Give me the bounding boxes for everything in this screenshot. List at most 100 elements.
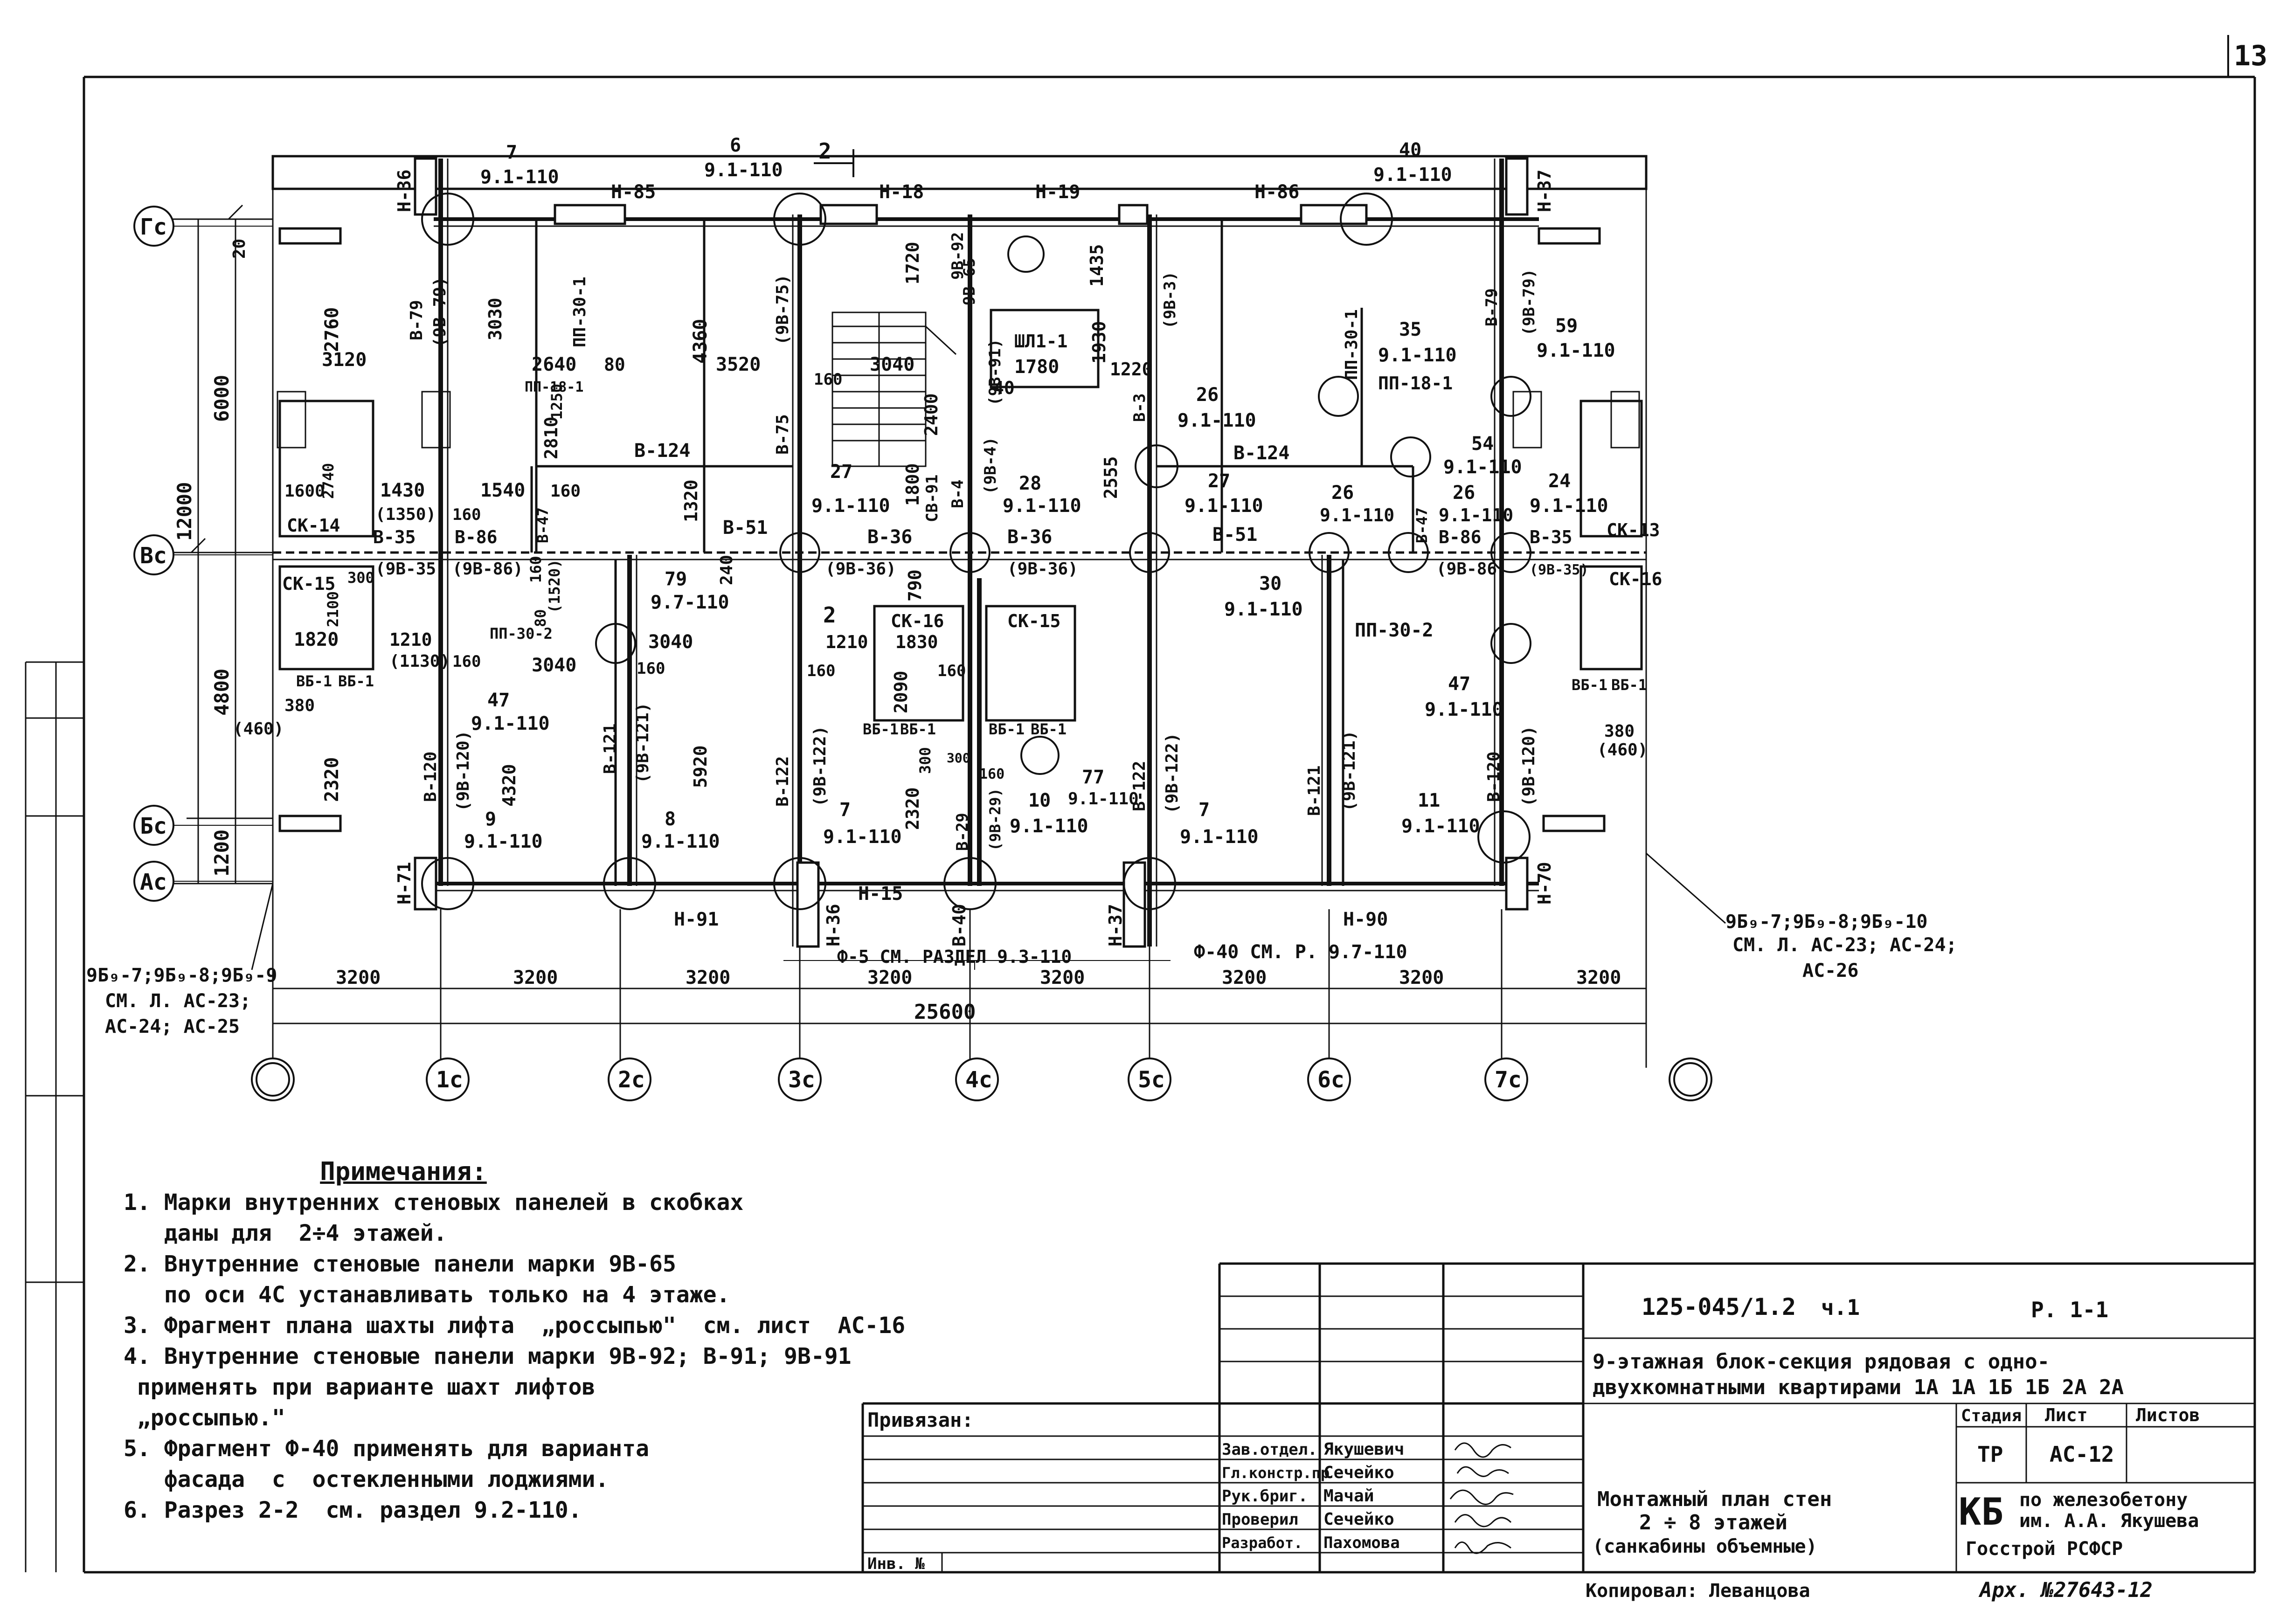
panel-label: ВБ-1 <box>1611 676 1647 694</box>
svg-text:9.1-110: 9.1-110 <box>704 159 783 181</box>
svg-text:26: 26 <box>1331 482 1354 504</box>
panel-label: В-124 <box>634 440 690 462</box>
signatures <box>1449 1442 1514 1554</box>
dim-label: 3040 <box>870 354 914 375</box>
role-label: Гл.констр.пр <box>1222 1464 1330 1482</box>
svg-text:27: 27 <box>1208 470 1230 492</box>
svg-text:27: 27 <box>830 461 852 483</box>
dim-label: (460) <box>233 719 284 739</box>
grid-row-labels: Гс Вс Бс Ас <box>140 214 167 895</box>
panel-label: Н-19 <box>1035 181 1080 203</box>
panel-label: В-122 <box>1130 761 1149 811</box>
notes-heading: Примечания: <box>320 1157 487 1186</box>
panel-label: В-122 <box>773 756 792 807</box>
dim-label: 2400 <box>921 393 942 436</box>
node-callout: 799.7-110 <box>651 568 729 613</box>
panel-label: В-51 <box>723 517 768 539</box>
dim-label: 2320 <box>321 757 343 802</box>
panel-label: (9В-35) <box>375 560 446 579</box>
side-note: 9Б₉-7;9Б₉-8;9Б₉-9 <box>86 965 277 986</box>
dim-label: 1800 <box>902 463 923 506</box>
svg-text:8: 8 <box>665 809 676 830</box>
panel-label: (9В-79) <box>1520 269 1538 336</box>
dim-label: 3120 <box>322 349 367 371</box>
dim-label: 790 <box>905 569 925 601</box>
svg-text:26: 26 <box>1453 482 1475 504</box>
dim-label: 1320 <box>681 479 701 522</box>
panel-label: ПП-30-2 <box>1355 620 1434 641</box>
panel-label: СВ-91 <box>923 475 942 522</box>
svg-text:9.7-110: 9.7-110 <box>651 592 729 613</box>
panel-label: (9В-121) <box>633 703 652 783</box>
section-marks: 2 2 <box>814 138 854 628</box>
svg-text:26: 26 <box>1196 384 1219 406</box>
panel-label: В-36 <box>867 526 912 548</box>
node-callouts: 79.1-110 69.1-110 409.1-110 359.1-110 59… <box>464 135 1615 852</box>
svg-text:47: 47 <box>487 690 510 711</box>
svg-text:9.1-110: 9.1-110 <box>1224 599 1303 620</box>
svg-text:11: 11 <box>1418 790 1440 811</box>
svg-text:9.1-110: 9.1-110 <box>1443 456 1522 478</box>
role-label: Рук.бриг. <box>1222 1487 1308 1506</box>
name-label: Пахомова <box>1323 1534 1400 1552</box>
dim-label: 1830 <box>895 632 938 652</box>
panel-label: В-86 <box>1439 527 1482 547</box>
floor-plan <box>133 155 1726 1101</box>
dim-label: 2640 <box>532 354 576 375</box>
project-section: Р. 1-1 <box>2031 1297 2108 1322</box>
dim-label: 3030 <box>485 297 506 340</box>
page-number: 13 <box>2234 40 2267 72</box>
svg-text:59: 59 <box>1555 315 1578 337</box>
panel-label: Н-15 <box>858 883 903 905</box>
panel-label: (9В-122) <box>1163 733 1182 814</box>
node-callout: 599.1-110 <box>1537 315 1615 361</box>
panel-label: Н-18 <box>879 181 924 203</box>
panel-label: В-86 <box>455 527 498 547</box>
panel-label: СК-13 <box>1607 520 1660 540</box>
panel-label: (9В-122) <box>810 726 830 807</box>
svg-text:24: 24 <box>1548 470 1571 492</box>
archive-number: Арх. №27643-12 <box>1978 1578 2153 1602</box>
dim-label: 4360 <box>690 319 711 364</box>
dim-label: 3200 <box>336 967 381 988</box>
privyazan-label: Привязан: <box>867 1409 974 1431</box>
panel-label: СК-16 <box>1609 569 1662 589</box>
dim-label: 1540 <box>480 480 525 501</box>
panel-label: В-120 <box>1484 752 1503 802</box>
grid-column-labels: 1с 2с 3с 4с 5с 6с 7с <box>436 1067 1522 1093</box>
node-callout: 27 9.1-110 <box>811 461 890 517</box>
org-name: Госстрой РСФСР <box>1966 1538 2123 1560</box>
dim-label: 1210 <box>389 629 432 650</box>
node-callout: 249.1-110 <box>1530 470 1608 517</box>
node-callout: 309.1-110 <box>1224 573 1303 620</box>
copied-by: Копировал: Леванцова <box>1586 1580 1810 1602</box>
facade-label: Ф-5 СМ. РАЗДЕЛ 9.3-110 <box>837 947 1072 967</box>
panel-label: (9В-86) <box>1436 560 1507 579</box>
node-callout: 779.1-110 <box>1068 767 1139 809</box>
svg-text:9.1-110: 9.1-110 <box>1373 164 1452 186</box>
panel-label: Н-86 <box>1254 181 1299 203</box>
dim-label: 1200 <box>210 829 233 877</box>
svg-text:7: 7 <box>506 142 517 163</box>
grid-column-label: 5с <box>1138 1067 1165 1093</box>
panel-label: (9В-75) <box>773 274 792 345</box>
org-name: им. А.А. Якушева <box>2019 1510 2199 1532</box>
panel-label: (9В-86) <box>452 560 523 579</box>
panel-label: ПП-30-1 <box>1342 309 1361 380</box>
org-kb: КБ <box>1959 1490 2003 1534</box>
dim-label: 4320 <box>499 764 520 807</box>
grid-column-label: 4с <box>965 1067 992 1093</box>
dim-label: 1250 <box>548 384 566 420</box>
side-note: АС-26 <box>1802 960 1858 981</box>
svg-text:9.1-110: 9.1-110 <box>811 495 890 517</box>
svg-text:77: 77 <box>1082 767 1104 788</box>
svg-text:35: 35 <box>1399 319 1421 340</box>
note-item: 5. Фрагмент Ф-40 применять для варианта … <box>124 1436 650 1493</box>
panel-label: В-36 <box>1007 526 1052 548</box>
panel-label: ПП-30-1 <box>570 276 589 347</box>
panel-label: В-121 <box>601 724 620 774</box>
svg-text:79: 79 <box>665 568 687 590</box>
stage-header: Стадия <box>1961 1406 2022 1425</box>
panel-label: В-29 <box>953 813 972 851</box>
svg-text:7: 7 <box>839 799 851 821</box>
